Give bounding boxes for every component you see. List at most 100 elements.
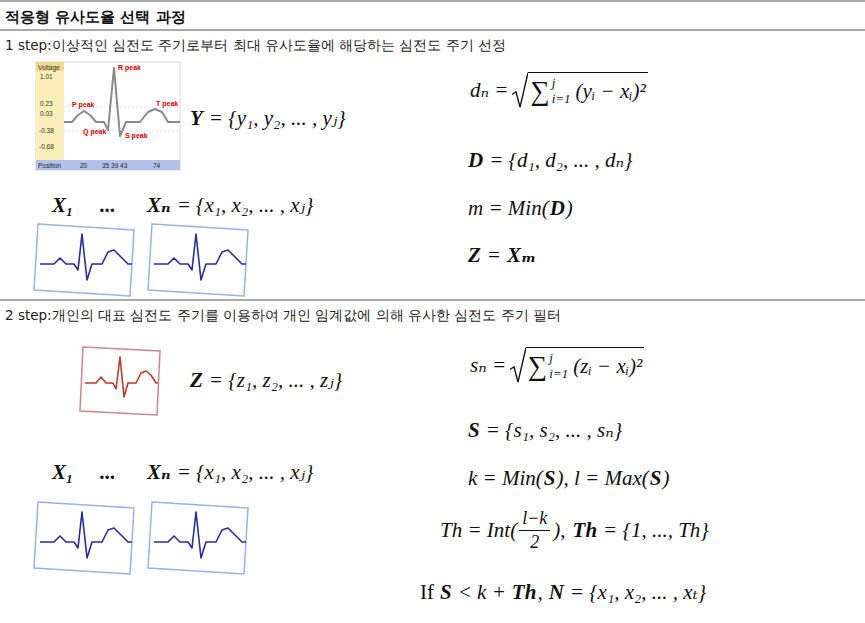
ecg-thumbnail [34, 224, 134, 296]
formula-term: k = Min( [468, 466, 543, 490]
formula-row: X₁ [52, 460, 73, 484]
sum-limit: i=1 [552, 92, 571, 107]
square-root: ∑ji=1 (yᵢ − xᵢ)² [512, 72, 647, 108]
axis-label: -0.68 [39, 143, 54, 150]
formula-term: X₁ [52, 193, 73, 217]
ecg-thumbnail [148, 502, 248, 574]
formula-term: = {x₁, x₂, ... , xⱼ} [177, 193, 314, 217]
formula-row: ... [100, 193, 116, 217]
axis-label: 74 [153, 162, 160, 169]
radicand: ∑ji=1 (yᵢ − xᵢ)² [528, 72, 647, 107]
formula-term: dₙ = [470, 78, 508, 102]
formula-term: D [468, 148, 483, 172]
formula-row: X₁ [52, 193, 73, 217]
formula-row: Z= {z₁, z₂, ... , zⱼ} [190, 368, 342, 392]
formula-term: Th [573, 518, 598, 542]
formula-row: sₙ = ∑ji=1 (zᵢ − xᵢ)² [470, 347, 644, 383]
radical-sign [512, 72, 528, 108]
formula-term: Xₙ [147, 193, 171, 217]
formula-row: k = Min(S), l = Max(S) [468, 466, 670, 490]
axis-label: 0.23 [40, 100, 53, 107]
formula-term: Th = Int( [440, 518, 517, 542]
formula-term: ... [100, 460, 116, 484]
formula-term: ), [553, 518, 565, 542]
sum-limit: j [549, 351, 568, 366]
formula-row: Th = Int(l−k2), Th= {1, ..., Th} [440, 508, 709, 552]
peak-label: S peak [125, 132, 148, 139]
fraction-denominator: 2 [527, 531, 542, 553]
formula-term: < k + [458, 580, 506, 604]
ecg-illustration [36, 62, 180, 170]
formula-term: ), l = Max( [557, 466, 649, 490]
formula-term: ∑ [528, 351, 547, 382]
formula-row: D= {d₁, d₂, ... , dₙ} [468, 148, 633, 172]
formula-term: Z [190, 368, 203, 392]
formula-term: m = Min( [468, 196, 549, 220]
axis-label: 0.03 [40, 110, 53, 117]
peak-label: P peak [72, 101, 94, 108]
ecg-thumbnail-red [80, 347, 160, 415]
formula-row: Xₙ= {x₁, x₂, ... , xⱼ} [147, 460, 313, 484]
formula-term: = {x₁, x₂, ... , xₜ} [570, 580, 706, 604]
ecg-thumbnail [148, 224, 248, 296]
formula-term: = {z₁, z₂, ... , zⱼ} [209, 368, 342, 392]
formula-row: Z=Xₘ [468, 243, 536, 267]
axis-label: Voltage [38, 64, 60, 71]
axis-label: 1.01 [40, 73, 53, 80]
axis-label: 20 [80, 162, 87, 169]
formula-term: = {1, ..., Th} [603, 518, 709, 542]
axis-label: 35 39 43 [102, 162, 127, 169]
formula-term: If [420, 580, 434, 604]
formula-term: S [650, 466, 662, 490]
formula-term: ) [663, 466, 670, 490]
formula-term: Y [190, 106, 203, 130]
formula-term: X₁ [52, 460, 73, 484]
formula-term: Z [468, 243, 481, 267]
formula-row: dₙ = ∑ji=1 (yᵢ − xᵢ)² [470, 72, 648, 108]
peak-label: Q peak [83, 128, 106, 135]
formula-term: ) [566, 196, 573, 220]
formula-term: S [468, 418, 480, 442]
step-heading: 2 step:개인의 대표 심전도 주기를 이용하여 개인 임계값에 의해 유사… [5, 307, 561, 325]
formula-term: Th [512, 580, 537, 604]
formula-term: = {y₁, y₂, ... , yⱼ} [209, 106, 346, 130]
formula-row: Y= {y₁, y₂, ... , yⱼ} [190, 106, 346, 130]
formula-term: = {d₁, d₂, ... , dₙ} [489, 148, 632, 172]
formula-term: Xₙ [147, 460, 171, 484]
formula-term: S [544, 466, 556, 490]
ecg-thumbnail [34, 502, 134, 574]
formula-row: S= {s₁, s₂, ... , sₙ} [468, 418, 622, 442]
formula-term: = [487, 243, 501, 267]
formula-term: (yᵢ − xᵢ)² [576, 79, 646, 103]
formula-row: ... [100, 460, 116, 484]
formula-row: IfS< k +Th, N= {x₁, x₂, ... , xₜ} [420, 580, 706, 604]
formula-term: D [550, 196, 565, 220]
formula-term: N [549, 580, 564, 604]
formula-term: , [537, 580, 542, 604]
fraction-numerator: l−k [519, 508, 550, 531]
formula-row: Xₙ= {x₁, x₂, ... , xⱼ} [147, 193, 313, 217]
formula-term: = {s₁, s₂, ... , sₙ} [486, 418, 622, 442]
sum-limit: j [552, 76, 571, 91]
fraction: l−k2 [519, 508, 550, 552]
axis-label: Position [38, 162, 61, 169]
square-root: ∑ji=1 (zᵢ − xᵢ)² [510, 347, 644, 383]
sum-limits: ji=1 [549, 351, 568, 382]
radicand: ∑ji=1 (zᵢ − xᵢ)² [526, 347, 644, 382]
formula-term: = {x₁, x₂, ... , xⱼ} [177, 460, 314, 484]
sum-limits: ji=1 [552, 76, 571, 107]
formula-term: ... [100, 193, 116, 217]
formula-term: (zᵢ − xᵢ)² [573, 354, 642, 378]
peak-label: R peak [118, 64, 141, 71]
formula-term: Xₘ [507, 243, 536, 267]
radical-sign [510, 347, 526, 383]
formula-row: m = Min(D) [468, 196, 573, 220]
peak-label: T peak [156, 100, 178, 107]
formula-term: sₙ = [470, 353, 506, 377]
page-title: 적응형 유사도율 선택 과정 [5, 8, 186, 27]
step-heading: 1 step:이상적인 심전도 주기로부터 최대 유사도율에 해당하는 심전도 … [5, 37, 506, 55]
axis-label: -0.38 [39, 127, 54, 134]
sum-limit: i=1 [549, 367, 568, 382]
formula-term: S [440, 580, 452, 604]
formula-term: ∑ [530, 76, 549, 107]
